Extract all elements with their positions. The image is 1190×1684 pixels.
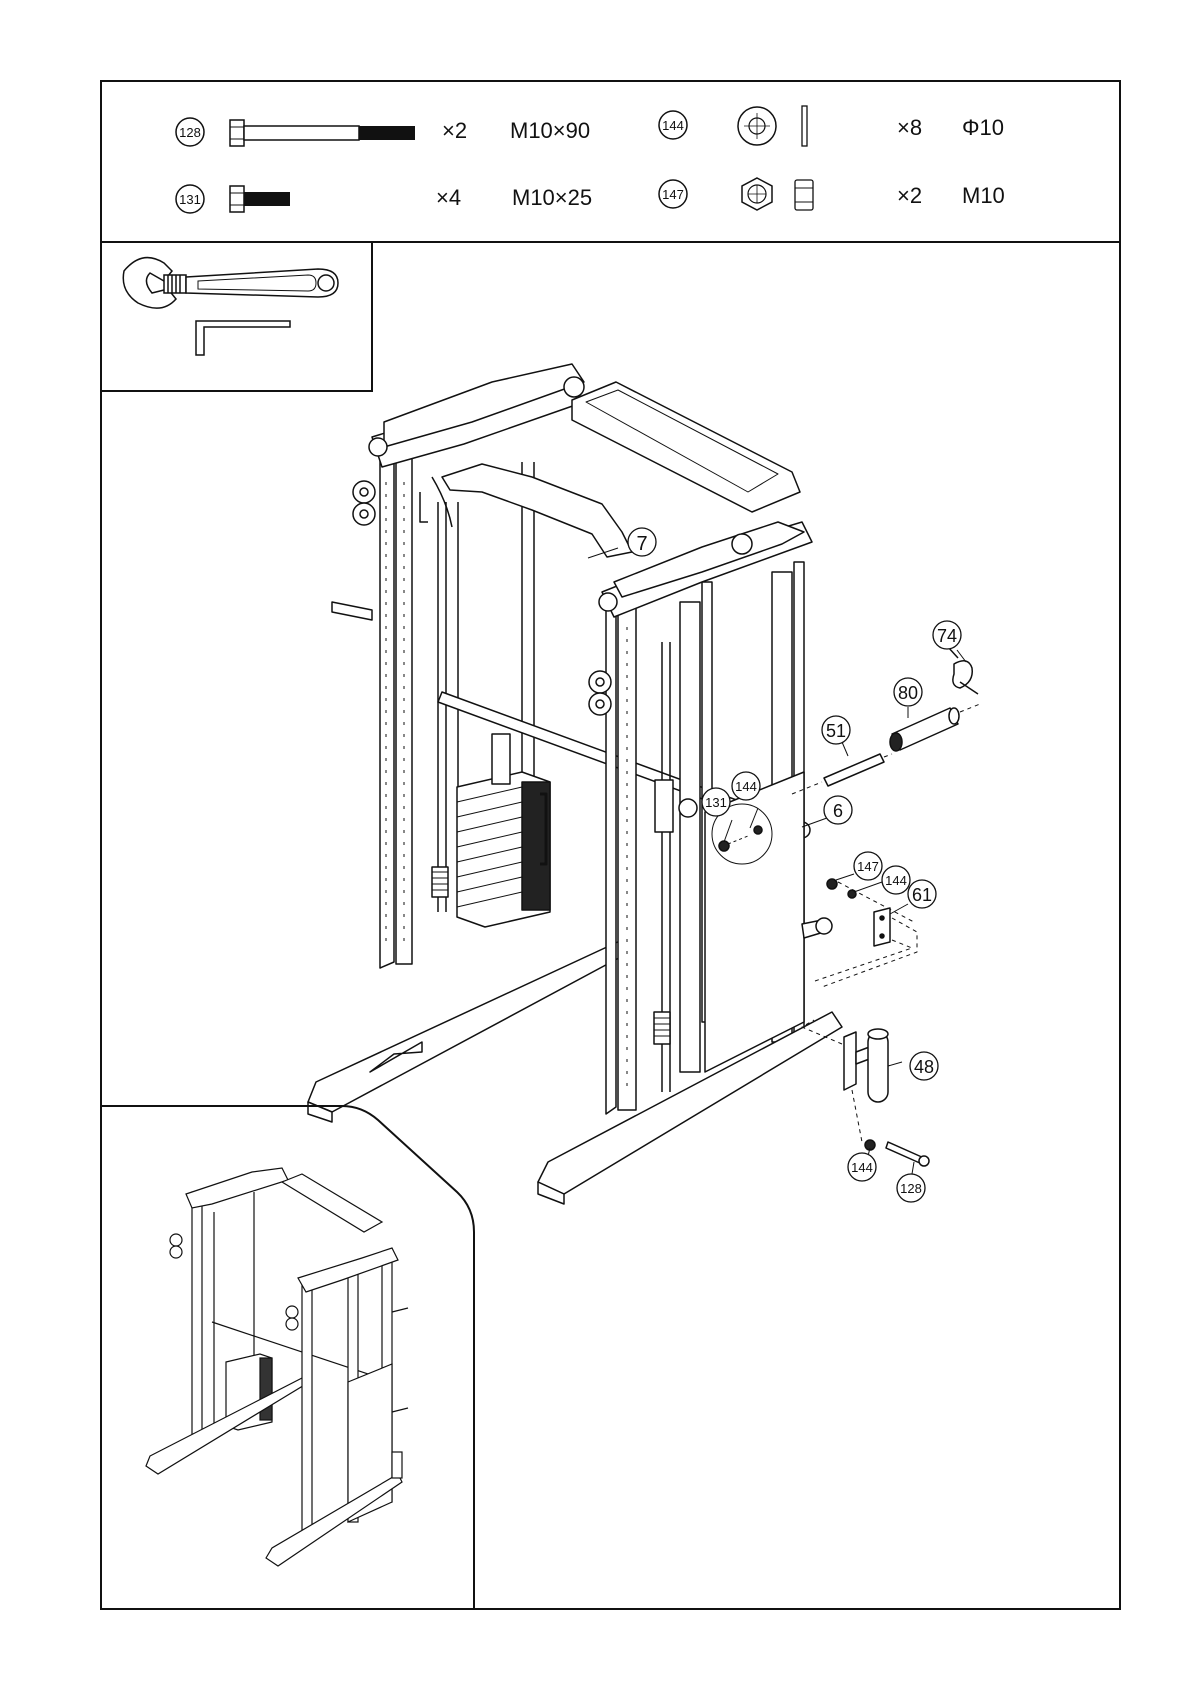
hardware-qty-144: ×8 — [897, 115, 922, 141]
hardware-size-144: Φ10 — [962, 115, 1004, 141]
callout-147: 147 — [854, 852, 882, 880]
hardware-qty-147: ×2 — [897, 183, 922, 209]
hardware-icons: 128 131 — [102, 82, 1123, 243]
hardware-size-128: M10×90 — [510, 118, 590, 144]
part-74-spring-clip — [948, 647, 978, 694]
callout-6: 6 — [824, 796, 852, 824]
callout-80: 80 — [894, 678, 922, 706]
hardware-qty-128: ×2 — [442, 118, 467, 144]
callout-144-middle: 144 — [882, 866, 910, 894]
svg-text:147: 147 — [662, 187, 684, 202]
part-80-sleeve — [890, 708, 959, 751]
tools-panel — [102, 241, 373, 392]
assembled-view-inset — [102, 1106, 474, 1610]
svg-text:7: 7 — [636, 533, 647, 555]
part-51-rod — [824, 754, 884, 786]
allen-key-icon — [196, 321, 290, 355]
callout-128: 128 — [897, 1174, 925, 1202]
svg-text:128: 128 — [179, 125, 201, 140]
assembly-page-frame: 128 131 — [100, 80, 1121, 1610]
callout-48: 48 — [910, 1052, 938, 1080]
hardware-size-131: M10×25 — [512, 185, 592, 211]
svg-text:144: 144 — [662, 118, 684, 133]
svg-text:144: 144 — [885, 873, 907, 888]
detail-circle — [712, 804, 772, 864]
svg-text:144: 144 — [735, 779, 757, 794]
svg-text:61: 61 — [912, 885, 932, 905]
flat-washer-icon — [738, 106, 807, 146]
main-frame-right-tower — [538, 522, 842, 1204]
svg-text:128: 128 — [900, 1181, 922, 1196]
callout-144-lower: 144 — [848, 1153, 876, 1181]
weight-stack — [457, 734, 550, 927]
hardware-list-panel: 128 131 — [102, 82, 1119, 243]
top-cross-frame — [420, 382, 800, 557]
callout-74: 74 — [933, 621, 961, 649]
smith-bar — [332, 602, 810, 838]
part-48-post — [844, 1029, 888, 1102]
hardware-size-147: M10 — [962, 183, 1005, 209]
callout-131: 131 — [702, 788, 730, 816]
hex-bolt-long-icon — [230, 120, 415, 146]
callout-144-upper: 144 — [732, 772, 760, 800]
svg-text:147: 147 — [857, 859, 879, 874]
callout-61: 61 — [908, 880, 936, 908]
svg-text:48: 48 — [914, 1057, 934, 1077]
main-frame-left-tower — [308, 364, 630, 1122]
svg-text:131: 131 — [179, 192, 201, 207]
svg-text:51: 51 — [826, 721, 846, 741]
svg-text:74: 74 — [937, 626, 957, 646]
part-61-plate — [874, 908, 890, 946]
svg-text:144: 144 — [851, 1160, 873, 1175]
hardware-ref-144: 144 — [659, 111, 687, 139]
svg-text:131: 131 — [705, 795, 727, 810]
hardware-ref-147: 147 — [659, 180, 687, 208]
callout-7: 7 — [628, 528, 656, 556]
callouts: 7 74 80 51 6 131 144 147 144 61 48 144 1… — [628, 528, 961, 1202]
part-128-bolt — [886, 1142, 929, 1166]
callout-51: 51 — [822, 716, 850, 744]
tools-illustration — [102, 241, 373, 392]
svg-text:80: 80 — [898, 683, 918, 703]
adjustable-wrench-icon — [123, 258, 338, 309]
lock-nut-icon — [742, 178, 813, 210]
hardware-ref-128: 128 — [176, 118, 204, 146]
hardware-ref-131: 131 — [176, 185, 204, 213]
hex-bolt-short-icon — [230, 186, 290, 212]
svg-text:6: 6 — [833, 801, 843, 821]
hardware-qty-131: ×4 — [436, 185, 461, 211]
